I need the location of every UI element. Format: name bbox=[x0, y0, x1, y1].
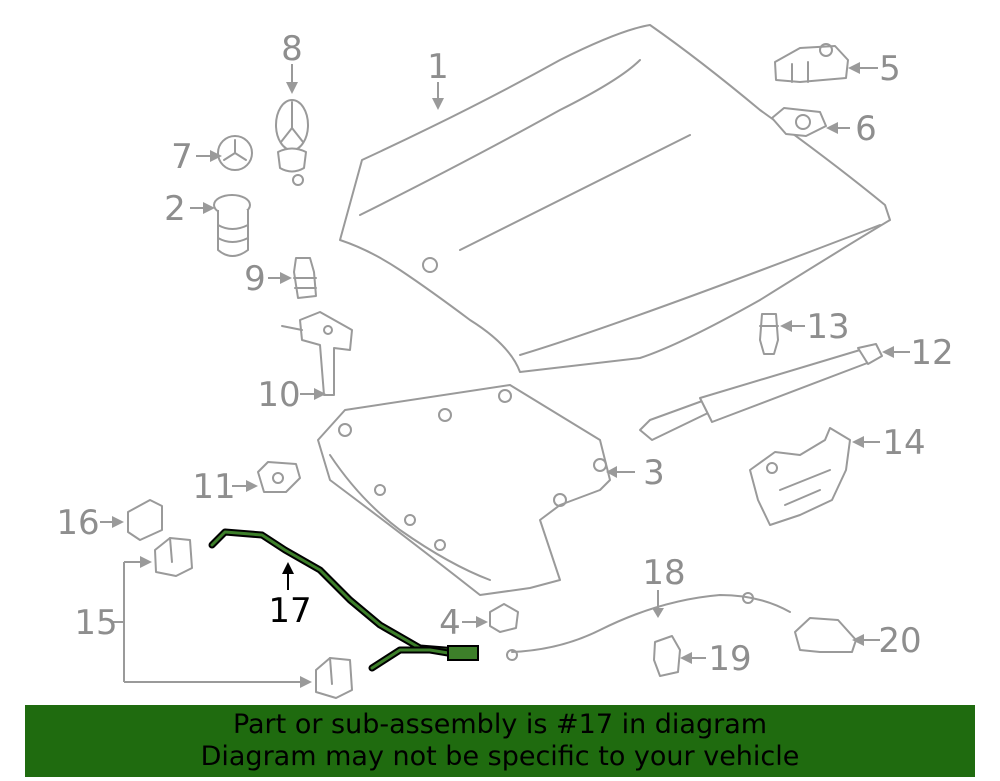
callout-6: 6 bbox=[855, 109, 877, 149]
plate-part-11 bbox=[257, 461, 301, 493]
callout-12: 12 bbox=[910, 333, 953, 373]
clip-part-4 bbox=[489, 603, 519, 633]
cable-part-18 bbox=[506, 592, 791, 661]
handle-part-20 bbox=[794, 617, 857, 653]
callout-8: 8 bbox=[281, 29, 303, 69]
callout-1: 1 bbox=[427, 47, 449, 87]
clip-part-19 bbox=[653, 635, 681, 677]
bumper-part-2 bbox=[213, 194, 251, 257]
leader-lines bbox=[100, 62, 910, 688]
callout-11: 11 bbox=[192, 467, 235, 507]
bracket-part-10 bbox=[281, 311, 353, 396]
hinge-part-14 bbox=[749, 427, 851, 526]
gas-strut-part-12 bbox=[639, 343, 883, 441]
wiring-harness-part-17 bbox=[208, 528, 479, 672]
ball-stud-part-13 bbox=[759, 313, 779, 355]
pad-part-6 bbox=[771, 107, 827, 137]
callout-3: 3 bbox=[643, 453, 665, 493]
callout-10: 10 bbox=[257, 375, 300, 415]
callout-18: 18 bbox=[642, 553, 685, 593]
callout-16: 16 bbox=[56, 503, 99, 543]
callout-9: 9 bbox=[244, 259, 266, 299]
clip-part-15 bbox=[154, 537, 353, 699]
insulator-part-3 bbox=[317, 384, 611, 596]
callout-19: 19 bbox=[708, 639, 751, 679]
callout-13: 13 bbox=[806, 307, 849, 347]
callout-17-highlighted: 17 bbox=[268, 591, 311, 631]
callout-15: 15 bbox=[74, 603, 117, 643]
star-ornament-part-8 bbox=[275, 99, 309, 186]
callout-20: 20 bbox=[878, 621, 921, 661]
clip-part-16 bbox=[127, 499, 163, 541]
lock-part-5 bbox=[774, 43, 849, 83]
hood-part-1 bbox=[339, 24, 891, 373]
emblem-part-7 bbox=[217, 135, 253, 171]
info-banner: Part or sub-assembly is #17 in diagram D… bbox=[25, 705, 975, 777]
parts-diagram: 1 2 3 4 5 6 7 8 9 10 11 12 13 14 15 16 1… bbox=[56, 24, 954, 699]
callout-14: 14 bbox=[882, 423, 925, 463]
pin-part-9 bbox=[293, 257, 317, 299]
callout-7: 7 bbox=[171, 137, 193, 177]
callout-5: 5 bbox=[879, 49, 901, 89]
banner-line-1: Part or sub-assembly is #17 in diagram bbox=[232, 709, 768, 740]
callout-2: 2 bbox=[164, 189, 186, 229]
banner-line-2: Diagram may not be specific to your vehi… bbox=[200, 741, 800, 772]
callout-4: 4 bbox=[439, 603, 461, 643]
